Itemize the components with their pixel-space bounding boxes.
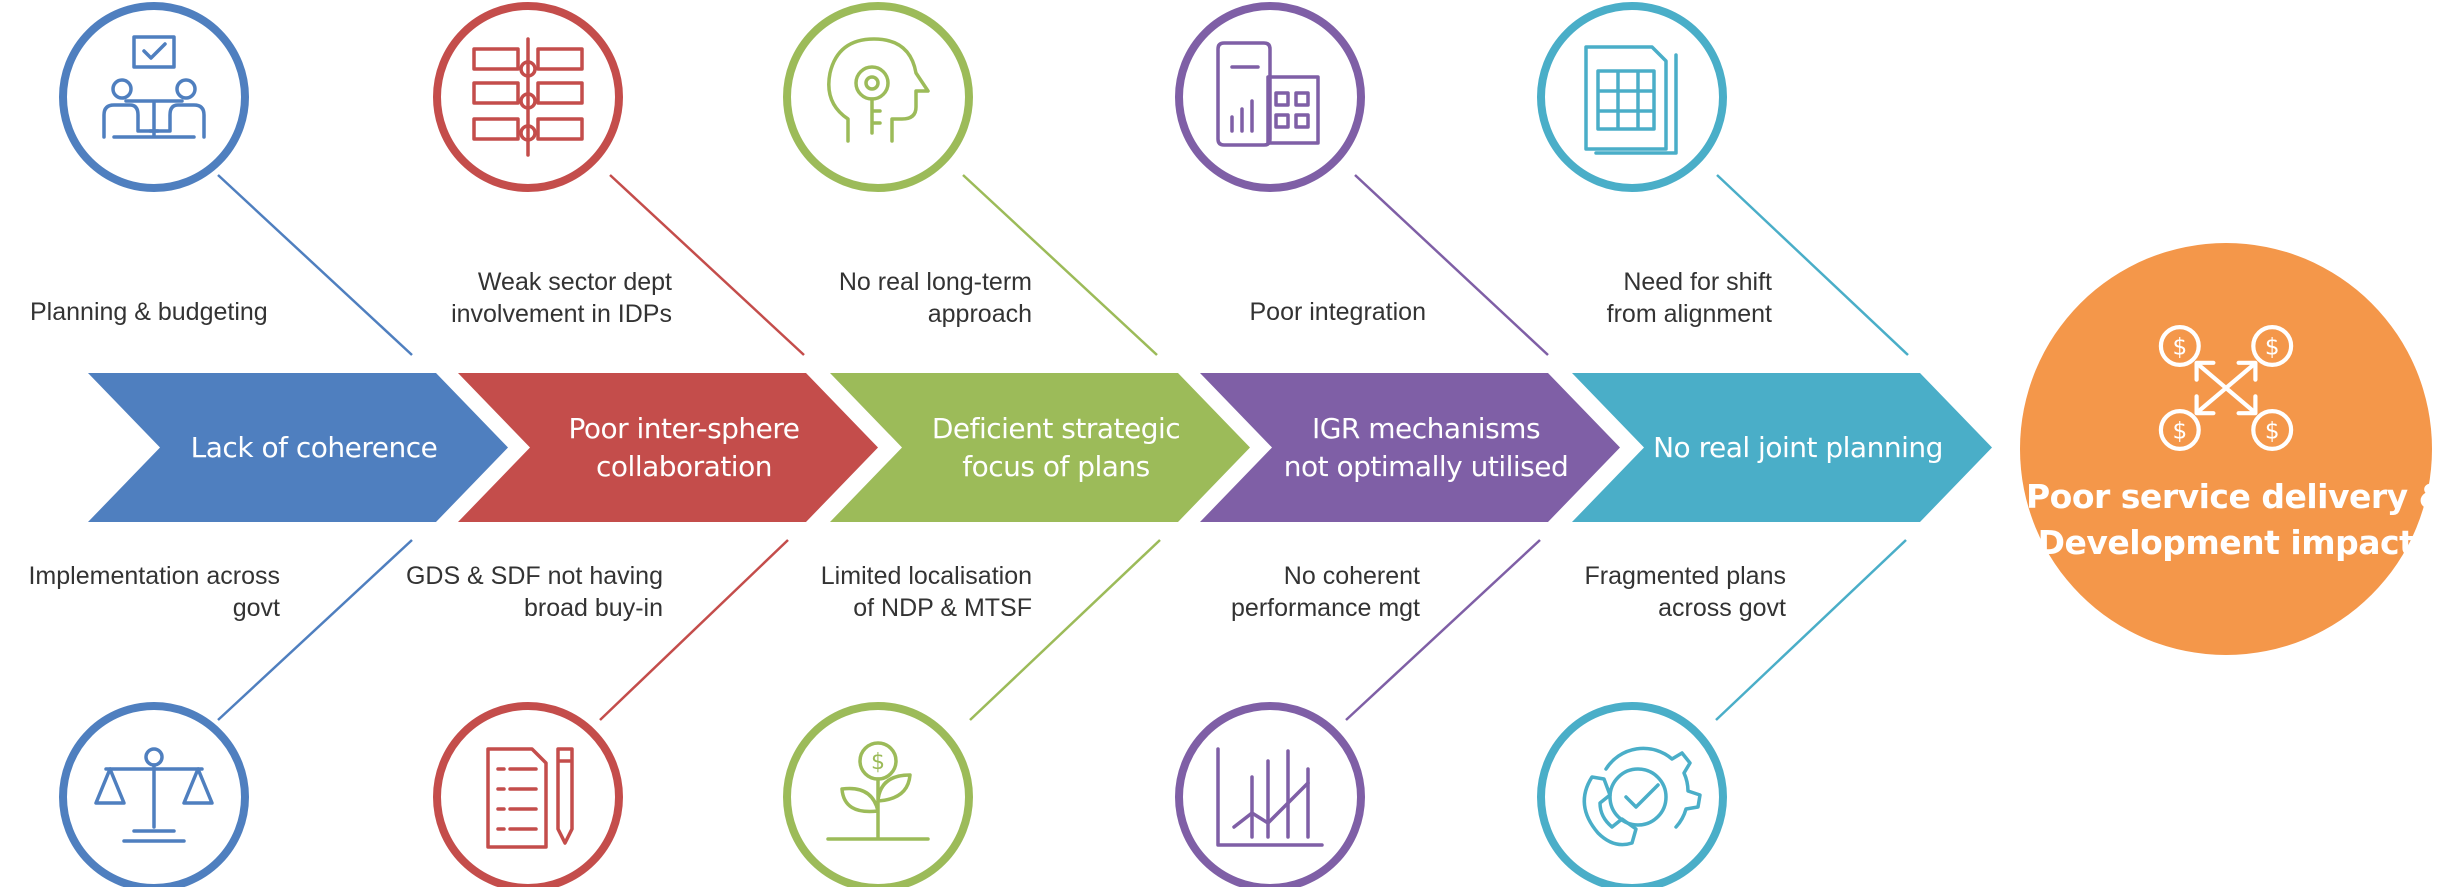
connector-line-top <box>962 174 1158 356</box>
result-circle <box>2020 243 2432 655</box>
cause-label-bottom-line: broad buy-in <box>524 594 663 622</box>
timeline-flow-icon <box>472 37 584 157</box>
meeting-checkmark-icon <box>102 35 206 139</box>
cause-label-bottom-line: of NDP & MTSF <box>853 594 1032 622</box>
cause-label-bottom-line: performance mgt <box>1231 594 1420 622</box>
connector-line-top <box>217 174 413 356</box>
gear-check-icon <box>1582 746 1702 847</box>
icon-circle <box>433 702 623 887</box>
cause-label-bottom: Fragmented plans across govt <box>1560 560 1786 624</box>
result-label-line: Poor service delivery & <box>2026 477 2446 516</box>
chevron-3 <box>830 373 1250 522</box>
icon-circles: $ <box>59 2 1727 887</box>
cause-label-top-line: Need for shift <box>1623 268 1772 296</box>
chevron-label-line: Lack of coherence <box>190 430 438 464</box>
chevron-label-line: focus of plans <box>962 449 1150 483</box>
checklist-pencil-icon <box>486 747 574 849</box>
connector-line-top <box>609 174 805 356</box>
head-key-icon <box>827 37 930 143</box>
chevron-label: Poor inter-sphere collaboration <box>520 410 848 486</box>
cause-label-top-line: Poor integration <box>1249 298 1426 326</box>
money-plant-icon: $ <box>826 741 930 841</box>
cause-label-top: No real long-term approach <box>800 266 1032 330</box>
result-label-line: Development impact <box>2037 523 2415 562</box>
chevron-label-line: collaboration <box>596 449 772 483</box>
cause-label-bottom-line: Implementation across <box>28 562 280 590</box>
connector-line-bottom <box>599 539 789 721</box>
chevron-label-line: IGR mechanisms <box>1311 411 1541 445</box>
svg-text:$: $ <box>871 750 885 775</box>
chevron-2 <box>458 373 878 522</box>
connector-line-bottom <box>1345 539 1541 721</box>
chevron-label-line: Poor inter-sphere <box>568 411 800 445</box>
connector-line-bottom <box>217 539 413 721</box>
svg-text:$: $ <box>2265 418 2280 444</box>
cause-label-bottom: No coherent performance mgt <box>1180 560 1420 624</box>
cause-label-bottom-line: across govt <box>1658 594 1786 622</box>
svg-text:$: $ <box>2172 334 2187 360</box>
svg-text:$: $ <box>2265 334 2280 360</box>
chevron-1 <box>88 373 508 522</box>
cause-label-bottom-line: Limited localisation <box>820 562 1032 590</box>
cause-label-top: Need for shift from alignment <box>1560 266 1772 330</box>
connector-line-bottom <box>1715 539 1907 721</box>
cause-label-top-line: from alignment <box>1606 300 1772 328</box>
chevron-label-line: No real joint planning <box>1653 430 1943 464</box>
chevron-label-line: Deficient strategic <box>931 411 1181 445</box>
chevron-label: IGR mechanisms not optimally utilised <box>1262 410 1590 486</box>
chevron-label: Lack of coherence <box>150 429 478 467</box>
cause-label-bottom: Limited localisation of NDP & MTSF <box>780 560 1032 624</box>
chevron-label: Deficient strategic focus of plans <box>892 410 1220 486</box>
devices-dashboard-icon <box>1216 41 1320 147</box>
cause-label-bottom: GDS & SDF not having broad buy-in <box>380 560 663 624</box>
cause-label-top: Poor integration <box>1210 296 1426 328</box>
chevron-label: No real joint planning <box>1634 429 1962 467</box>
cause-label-bottom-line: GDS & SDF not having <box>405 562 663 590</box>
chevron-4 <box>1200 373 1620 522</box>
balance-scale-icon <box>94 747 214 843</box>
cause-label-top-line: Weak sector dept <box>477 268 672 296</box>
cause-label-top: Planning & budgeting <box>30 296 280 328</box>
icon-circle <box>59 2 249 192</box>
icon-circle <box>1537 702 1727 887</box>
connector-line-top <box>1354 174 1549 356</box>
svg-text:$: $ <box>2172 418 2187 444</box>
cause-label-bottom: Implementation across govt <box>0 560 280 624</box>
cause-label-top-line: involvement in IDPs <box>451 300 672 328</box>
chevron-5 <box>1572 373 1992 522</box>
cause-label-bottom-line: govt <box>232 594 280 622</box>
cause-label-bottom-line: Fragmented plans <box>1584 562 1786 590</box>
connector-lines <box>217 174 1909 721</box>
cause-label-top-line: approach <box>927 300 1032 328</box>
cause-label-bottom-line: No coherent <box>1283 562 1420 590</box>
cause-label-top-line: No real long-term <box>838 268 1032 296</box>
icon-circle <box>1175 702 1365 887</box>
chevron-arrows <box>88 373 1992 522</box>
line-chart-icon <box>1216 747 1324 847</box>
spreadsheet-documents-icon <box>1584 45 1678 155</box>
result-circle-group: $ $ $ $ <box>2020 243 2432 655</box>
result-label: Poor service delivery & Development impac… <box>2026 474 2446 566</box>
money-arrows-icon: $ $ $ $ <box>2158 325 2294 451</box>
cause-label-top: Weak sector dept involvement in IDPs <box>420 266 672 330</box>
chevron-label-line: not optimally utilised <box>1283 449 1569 483</box>
connector-line-bottom <box>969 539 1161 721</box>
cause-label-top-line: Planning & budgeting <box>30 298 268 326</box>
icon-circle <box>1537 2 1727 192</box>
connector-line-top <box>1716 174 1909 356</box>
